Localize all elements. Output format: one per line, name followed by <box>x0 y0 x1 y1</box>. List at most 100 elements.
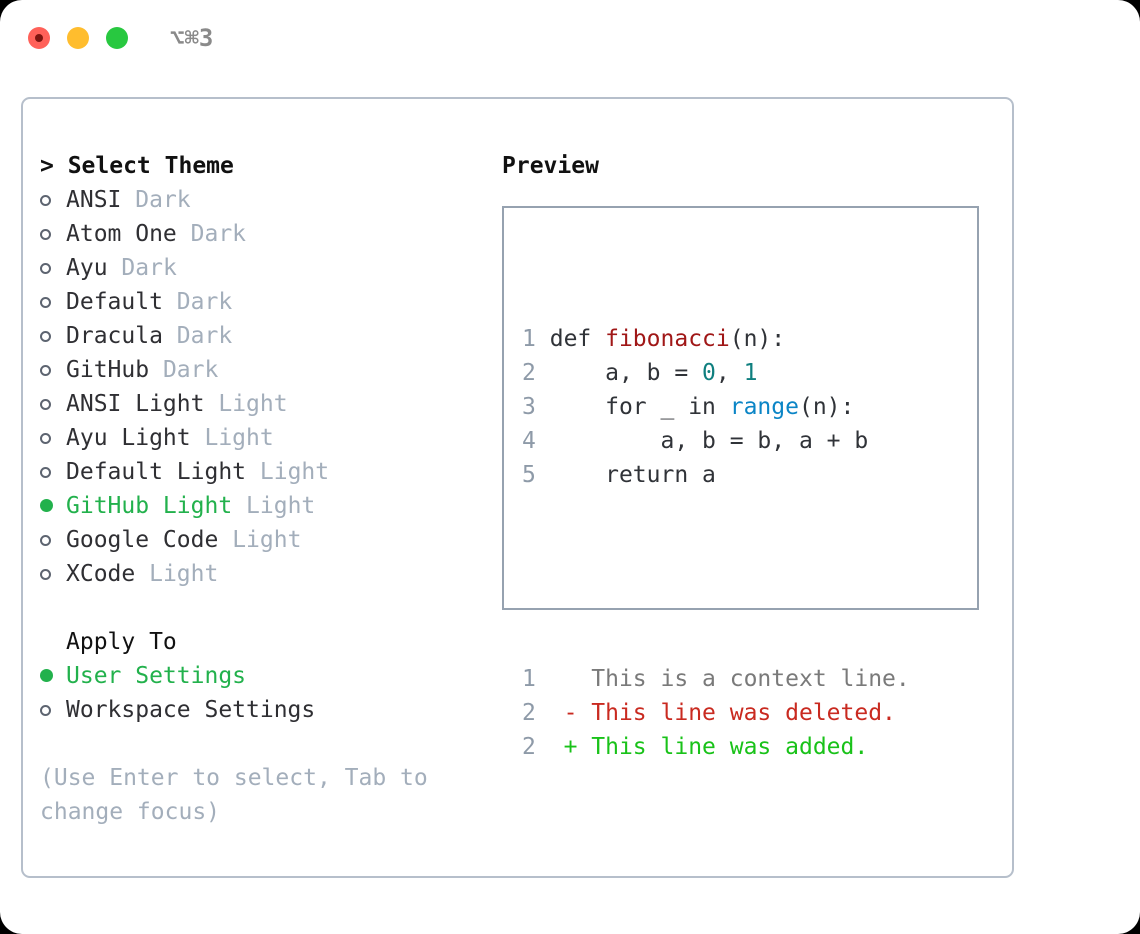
diff-marker <box>564 666 592 692</box>
radio-unselected-icon[interactable] <box>40 183 66 217</box>
theme-list-item[interactable]: GitHub Dark <box>40 353 480 387</box>
apply-to-item[interactable]: User Settings <box>40 659 480 693</box>
diff-line: 2 + This line was added. <box>522 730 910 764</box>
apply-to-item[interactable]: Workspace Settings <box>40 693 480 727</box>
theme-name: Atom One <box>66 221 177 247</box>
theme-variant-tag: Dark <box>176 323 233 349</box>
code-line: 2 a, b = 0, 1 <box>522 356 910 390</box>
code-token: a, b = b, a + b <box>549 428 869 454</box>
theme-variant-tag: Light <box>232 527 302 553</box>
theme-list-item[interactable]: ANSI Light Light <box>40 387 480 421</box>
diff-line-number: 2 <box>522 700 536 726</box>
code-token: (n): <box>729 326 786 352</box>
code-token: a, b = <box>549 360 703 386</box>
radio-unselected-icon[interactable] <box>40 217 66 251</box>
theme-list-item[interactable]: Google Code Light <box>40 523 480 557</box>
maximize-window-button[interactable] <box>106 27 128 49</box>
code-token: return a <box>549 462 716 488</box>
diff-marker: - <box>563 700 592 726</box>
theme-variant-tag: Light <box>259 459 330 485</box>
code-token: , <box>715 360 744 386</box>
apply-to-label: Workspace Settings <box>66 697 316 723</box>
theme-name: ANSI <box>66 187 122 213</box>
radio-unselected-icon[interactable] <box>40 251 66 285</box>
diff-line: 2 - This line was deleted. <box>522 696 910 730</box>
diff-line-number: 2 <box>522 734 536 760</box>
theme-name: Dracula <box>66 323 163 349</box>
theme-variant-tag: Dark <box>162 357 219 383</box>
code-line-number: 4 <box>522 428 536 454</box>
code-line-number: 5 <box>522 462 536 488</box>
theme-variant-tag: Light <box>149 561 219 587</box>
code-token: range <box>729 394 799 420</box>
theme-name: GitHub Light <box>66 493 233 519</box>
theme-name: Default Light <box>66 459 247 485</box>
code-line-number: 3 <box>522 394 536 420</box>
code-line: 4 a, b = b, a + b <box>522 424 910 458</box>
theme-list-item[interactable]: Default Light Light <box>40 455 480 489</box>
code-token: (n): <box>798 394 855 420</box>
preview-column: Preview 1 def fibonacci(n):2 a, b = 0, 1… <box>502 149 992 760</box>
theme-list-item[interactable]: Ayu Dark <box>40 251 480 285</box>
theme-list-item[interactable]: Ayu Light Light <box>40 421 480 455</box>
theme-list-item[interactable]: ANSI Dark <box>40 183 480 217</box>
radio-selected-icon[interactable] <box>40 489 66 523</box>
code-line-number: 1 <box>522 326 536 352</box>
radio-unselected-icon[interactable] <box>40 693 66 727</box>
theme-variant-tag: Dark <box>190 221 247 247</box>
apply-to-header: Apply To <box>40 625 480 659</box>
close-window-button[interactable] <box>28 27 50 49</box>
theme-variant-tag: Dark <box>121 255 177 281</box>
theme-variant-tag: Light <box>204 425 274 451</box>
code-token: 0 <box>702 360 716 386</box>
minimize-window-button[interactable] <box>67 27 89 49</box>
theme-variant-tag: Light <box>246 493 316 519</box>
theme-variant-tag: Dark <box>176 289 233 315</box>
radio-unselected-icon[interactable] <box>40 387 66 421</box>
radio-unselected-icon[interactable] <box>40 455 66 489</box>
theme-name: GitHub <box>66 357 150 383</box>
code-line: 1 def fibonacci(n): <box>522 322 910 356</box>
radio-unselected-icon[interactable] <box>40 285 66 319</box>
code-token: fibonacci <box>605 326 730 352</box>
code-line: 5 return a <box>522 458 910 492</box>
theme-name: Ayu Light <box>66 425 191 451</box>
keyboard-shortcut-label: ⌥⌘3 <box>170 24 214 52</box>
radio-unselected-icon[interactable] <box>40 421 66 455</box>
diff-marker: + <box>563 734 592 760</box>
title-bar: ⌥⌘3 <box>0 0 1140 78</box>
theme-name: Default <box>66 289 163 315</box>
code-token: for _ in <box>549 394 730 420</box>
diff-text: This line was deleted. <box>591 700 896 726</box>
code-line-number: 2 <box>522 360 536 386</box>
spacer <box>40 591 480 625</box>
select-theme-header: > Select Theme <box>40 153 234 179</box>
radio-unselected-icon[interactable] <box>40 353 66 387</box>
code-token: def <box>549 326 606 352</box>
theme-list-item[interactable]: GitHub Light Light <box>40 489 480 523</box>
radio-unselected-icon[interactable] <box>40 523 66 557</box>
diff-line: 1 This is a context line. <box>522 662 910 696</box>
theme-variant-tag: Dark <box>135 187 191 213</box>
code-token: 1 <box>743 360 758 386</box>
radio-unselected-icon[interactable] <box>40 557 66 591</box>
theme-list-item[interactable]: Atom One Dark <box>40 217 480 251</box>
apply-to-header-marker <box>40 625 66 659</box>
diff-text: This is a context line. <box>591 666 910 692</box>
theme-list-item[interactable]: Dracula Dark <box>40 319 480 353</box>
radio-unselected-icon[interactable] <box>40 319 66 353</box>
preview-title: Preview <box>502 153 599 179</box>
theme-name: Ayu <box>66 255 108 281</box>
theme-list-item[interactable]: XCode Light <box>40 557 480 591</box>
code-blank-line <box>522 560 910 594</box>
radio-selected-icon[interactable] <box>40 659 66 693</box>
theme-name: XCode <box>66 561 136 587</box>
theme-list-item[interactable]: Default Dark <box>40 285 480 319</box>
